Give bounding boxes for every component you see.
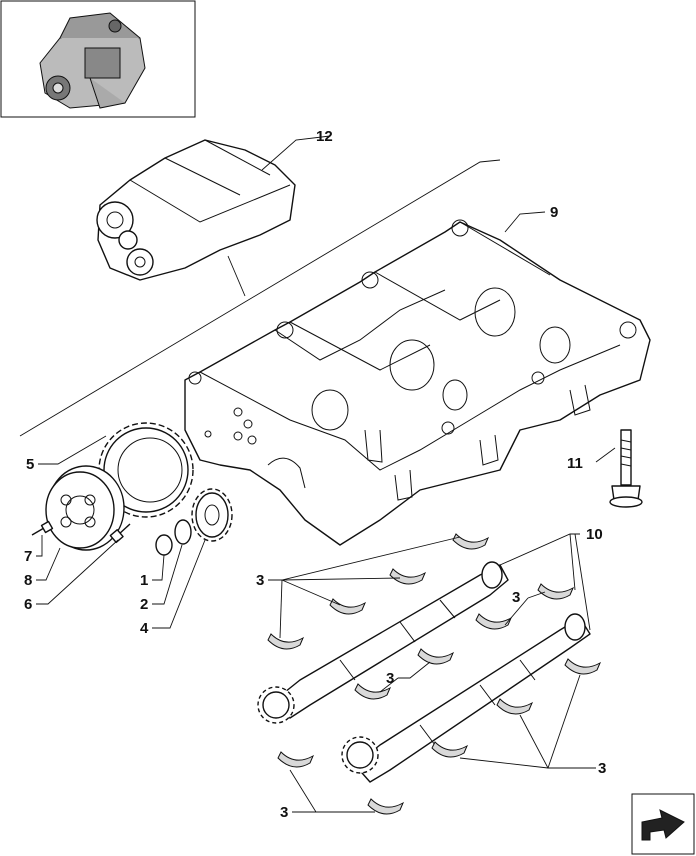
callout-4: 4 xyxy=(140,620,149,637)
part-4-gear xyxy=(191,488,233,542)
part-9-camshaft-upper xyxy=(257,561,509,724)
callout-8: 8 xyxy=(24,572,32,589)
part-2-washer xyxy=(174,519,192,545)
callout-5: 5 xyxy=(26,456,34,473)
callout-1: 1 xyxy=(140,572,148,589)
callout-10: 9 xyxy=(550,204,558,221)
callout-7: 7 xyxy=(24,548,32,565)
part-1-snap-ring xyxy=(155,534,173,556)
callout-12: 12 xyxy=(316,128,333,145)
callout-9: 10 xyxy=(586,526,603,543)
callout-3-c: 3 xyxy=(386,670,394,687)
callout-11: 11 xyxy=(567,455,583,472)
callout-3-e: 3 xyxy=(280,804,288,821)
callout-6: 6 xyxy=(24,596,32,613)
part-12-oil-pump-assembly xyxy=(96,139,296,281)
callout-3-d: 3 xyxy=(598,760,606,777)
callout-labels: 12 9 11 5 7 8 6 1 2 4 3 10 3 3 3 3 xyxy=(24,128,606,821)
leader-lines xyxy=(36,135,616,813)
part-3-bearing-shells xyxy=(267,533,602,815)
engine-thumbnail-icon[interactable] xyxy=(0,0,196,118)
part-9-camshaft-lower xyxy=(341,613,591,783)
callout-3-b: 3 xyxy=(512,589,520,606)
part-6-bolt xyxy=(109,523,131,544)
part-7-bolt xyxy=(31,520,54,536)
part-11-bolt xyxy=(609,429,643,508)
next-page-arrow-icon[interactable] xyxy=(631,793,695,855)
callout-3-a: 3 xyxy=(256,572,264,589)
callout-2: 2 xyxy=(140,596,148,613)
part-8-pulley xyxy=(45,465,125,551)
part-10-camshaft-housing xyxy=(184,219,651,546)
